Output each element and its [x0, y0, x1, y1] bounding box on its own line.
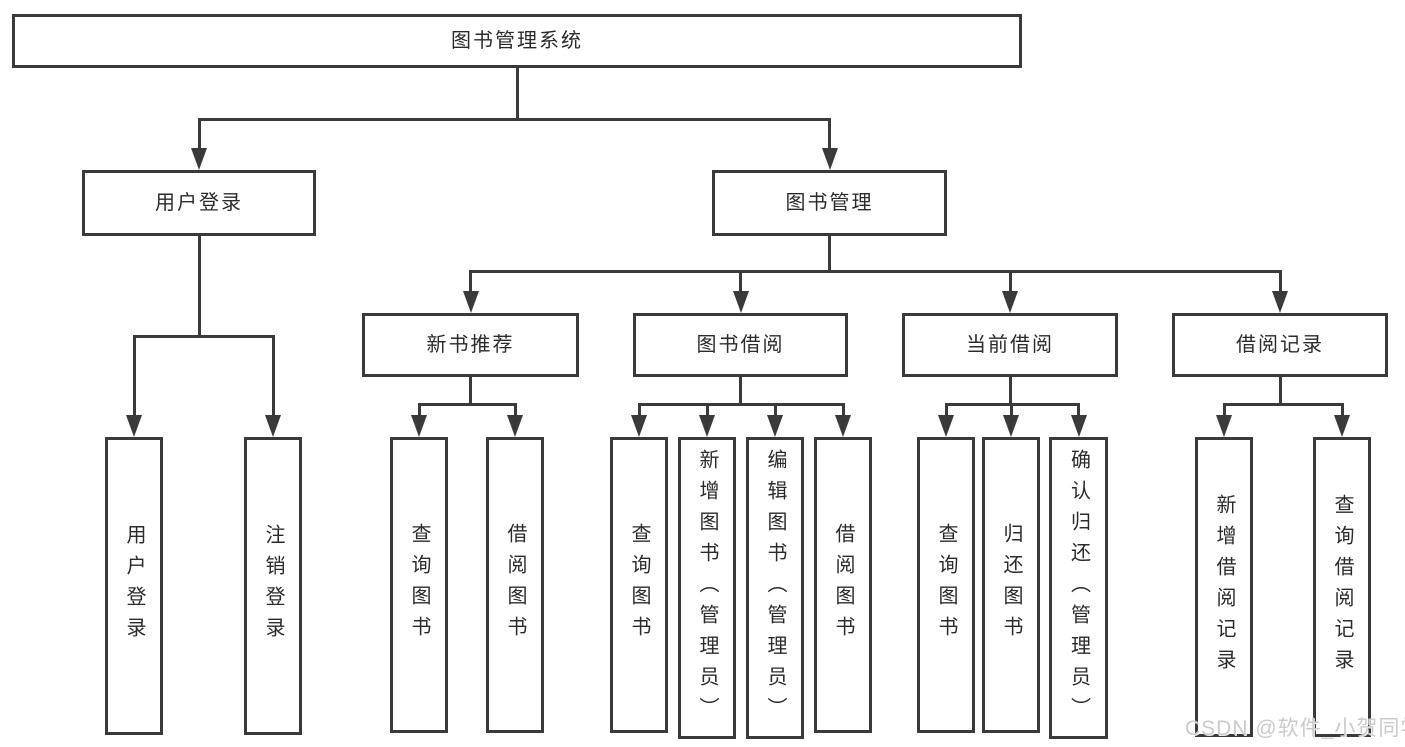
node-label: 图书管理	[785, 192, 874, 214]
node-label: 注销登录	[262, 524, 284, 648]
connector-drop	[739, 271, 742, 295]
node-leaf-logout: 注销登录	[244, 437, 302, 735]
node-leaf-query-books-1: 查询图书	[390, 437, 448, 733]
node-leaf-user-login: 用户登录	[105, 437, 163, 735]
arrowhead-down-icon	[1002, 291, 1018, 313]
connector-drop	[417, 404, 421, 419]
node-label: 查询图书	[408, 523, 430, 647]
node-leaf-return-books: 归还图书	[982, 437, 1040, 733]
node-leaf-confirm-return: 确认归还（管理员）	[1049, 437, 1108, 739]
node-new-book-rec: 新书推荐	[362, 313, 579, 377]
connector-drop	[828, 119, 831, 152]
connector-branch	[132, 334, 275, 338]
connector-drop	[841, 404, 845, 419]
node-label: 查询图书	[935, 523, 957, 647]
node-label: 新书推荐	[426, 334, 515, 356]
connector-stem	[197, 236, 201, 336]
arrowhead-down-icon	[1216, 415, 1232, 437]
node-label: 借阅记录	[1236, 334, 1324, 356]
node-label: 用户登录	[123, 524, 145, 648]
arrowhead-down-icon	[1070, 415, 1087, 437]
connector-branch	[417, 402, 517, 406]
connector-drop	[773, 404, 777, 419]
arrowhead-down-icon	[835, 415, 851, 437]
node-leaf-add-books: 新增图书（管理员）	[678, 437, 736, 739]
connector-drop	[197, 119, 201, 152]
connector-drop	[1008, 271, 1012, 295]
node-leaf-edit-books: 编辑图书（管理员）	[746, 437, 804, 739]
csdn-watermark: CSDN @软件_小贺同学	[1185, 717, 1405, 740]
connector-branch	[637, 402, 845, 406]
connector-drop	[944, 404, 948, 419]
node-label: 借阅图书	[832, 523, 854, 647]
connector-drop	[1077, 404, 1080, 419]
node-current-borrow: 当前借阅	[902, 313, 1118, 377]
node-root: 图书管理系统	[12, 14, 1022, 68]
arrowhead-down-icon	[767, 415, 783, 437]
arrowhead-down-icon	[126, 415, 142, 437]
node-label: 图书借阅	[696, 334, 785, 356]
node-leaf-query-books-3: 查询图书	[917, 437, 975, 733]
node-label: 新增借阅记录	[1213, 494, 1235, 680]
connector-branch	[1222, 402, 1344, 406]
node-label: 当前借阅	[966, 334, 1054, 356]
connector-stem	[828, 236, 831, 271]
connector-stem	[469, 377, 472, 404]
node-leaf-query-books-2: 查询图书	[610, 437, 668, 733]
node-mgmt-module: 图书管理	[712, 170, 947, 236]
connector-stem	[1008, 377, 1012, 404]
connector-drop	[705, 404, 709, 419]
arrowhead-down-icon	[1003, 415, 1019, 437]
node-label: 归还图书	[1000, 523, 1022, 647]
connector-stem	[515, 68, 519, 119]
node-label: 新增图书（管理员）	[696, 448, 718, 728]
node-label: 图书管理系统	[451, 30, 583, 52]
connector-branch	[469, 269, 1282, 273]
connector-drop	[469, 271, 472, 295]
node-label: 借阅图书	[504, 523, 526, 647]
arrowhead-down-icon	[732, 291, 749, 313]
arrowhead-down-icon	[699, 415, 715, 437]
node-label: 用户登录	[155, 192, 243, 214]
arrowhead-down-icon	[462, 291, 479, 313]
connector-drop	[1340, 404, 1344, 419]
connector-drop	[513, 404, 517, 419]
node-label: 查询图书	[628, 523, 650, 647]
arrowhead-down-icon	[411, 415, 427, 437]
node-book-borrow: 图书借阅	[633, 313, 848, 377]
node-borrow-records: 借阅记录	[1172, 313, 1388, 377]
node-label: 编辑图书（管理员）	[764, 448, 786, 728]
connector-drop	[1009, 404, 1013, 419]
node-label: 查询借阅记录	[1331, 494, 1353, 680]
arrowhead-down-icon	[938, 415, 954, 437]
node-leaf-query-borrow-record: 查询借阅记录	[1313, 437, 1371, 737]
arrowhead-down-icon	[265, 415, 281, 437]
arrowhead-down-icon	[1272, 291, 1288, 313]
connector-branch	[197, 117, 831, 121]
connector-stem	[739, 377, 742, 404]
connector-drop	[637, 404, 641, 419]
connector-drop	[271, 336, 275, 419]
arrowhead-down-icon	[507, 415, 523, 437]
node-leaf-borrow-books-1: 借阅图书	[486, 437, 544, 733]
node-leaf-add-borrow-record: 新增借阅记录	[1195, 437, 1253, 737]
connector-drop	[1222, 404, 1226, 419]
node-leaf-borrow-books-2: 借阅图书	[814, 437, 872, 733]
arrowhead-down-icon	[1334, 415, 1350, 437]
connector-drop	[1278, 271, 1282, 295]
arrowhead-down-icon	[631, 415, 647, 437]
node-login-module: 用户登录	[82, 170, 316, 236]
arrowhead-down-icon	[191, 148, 207, 170]
connector-drop	[132, 336, 136, 419]
connector-stem	[1278, 377, 1282, 404]
node-label: 确认归还（管理员）	[1067, 448, 1090, 728]
arrowhead-down-icon	[821, 148, 838, 170]
